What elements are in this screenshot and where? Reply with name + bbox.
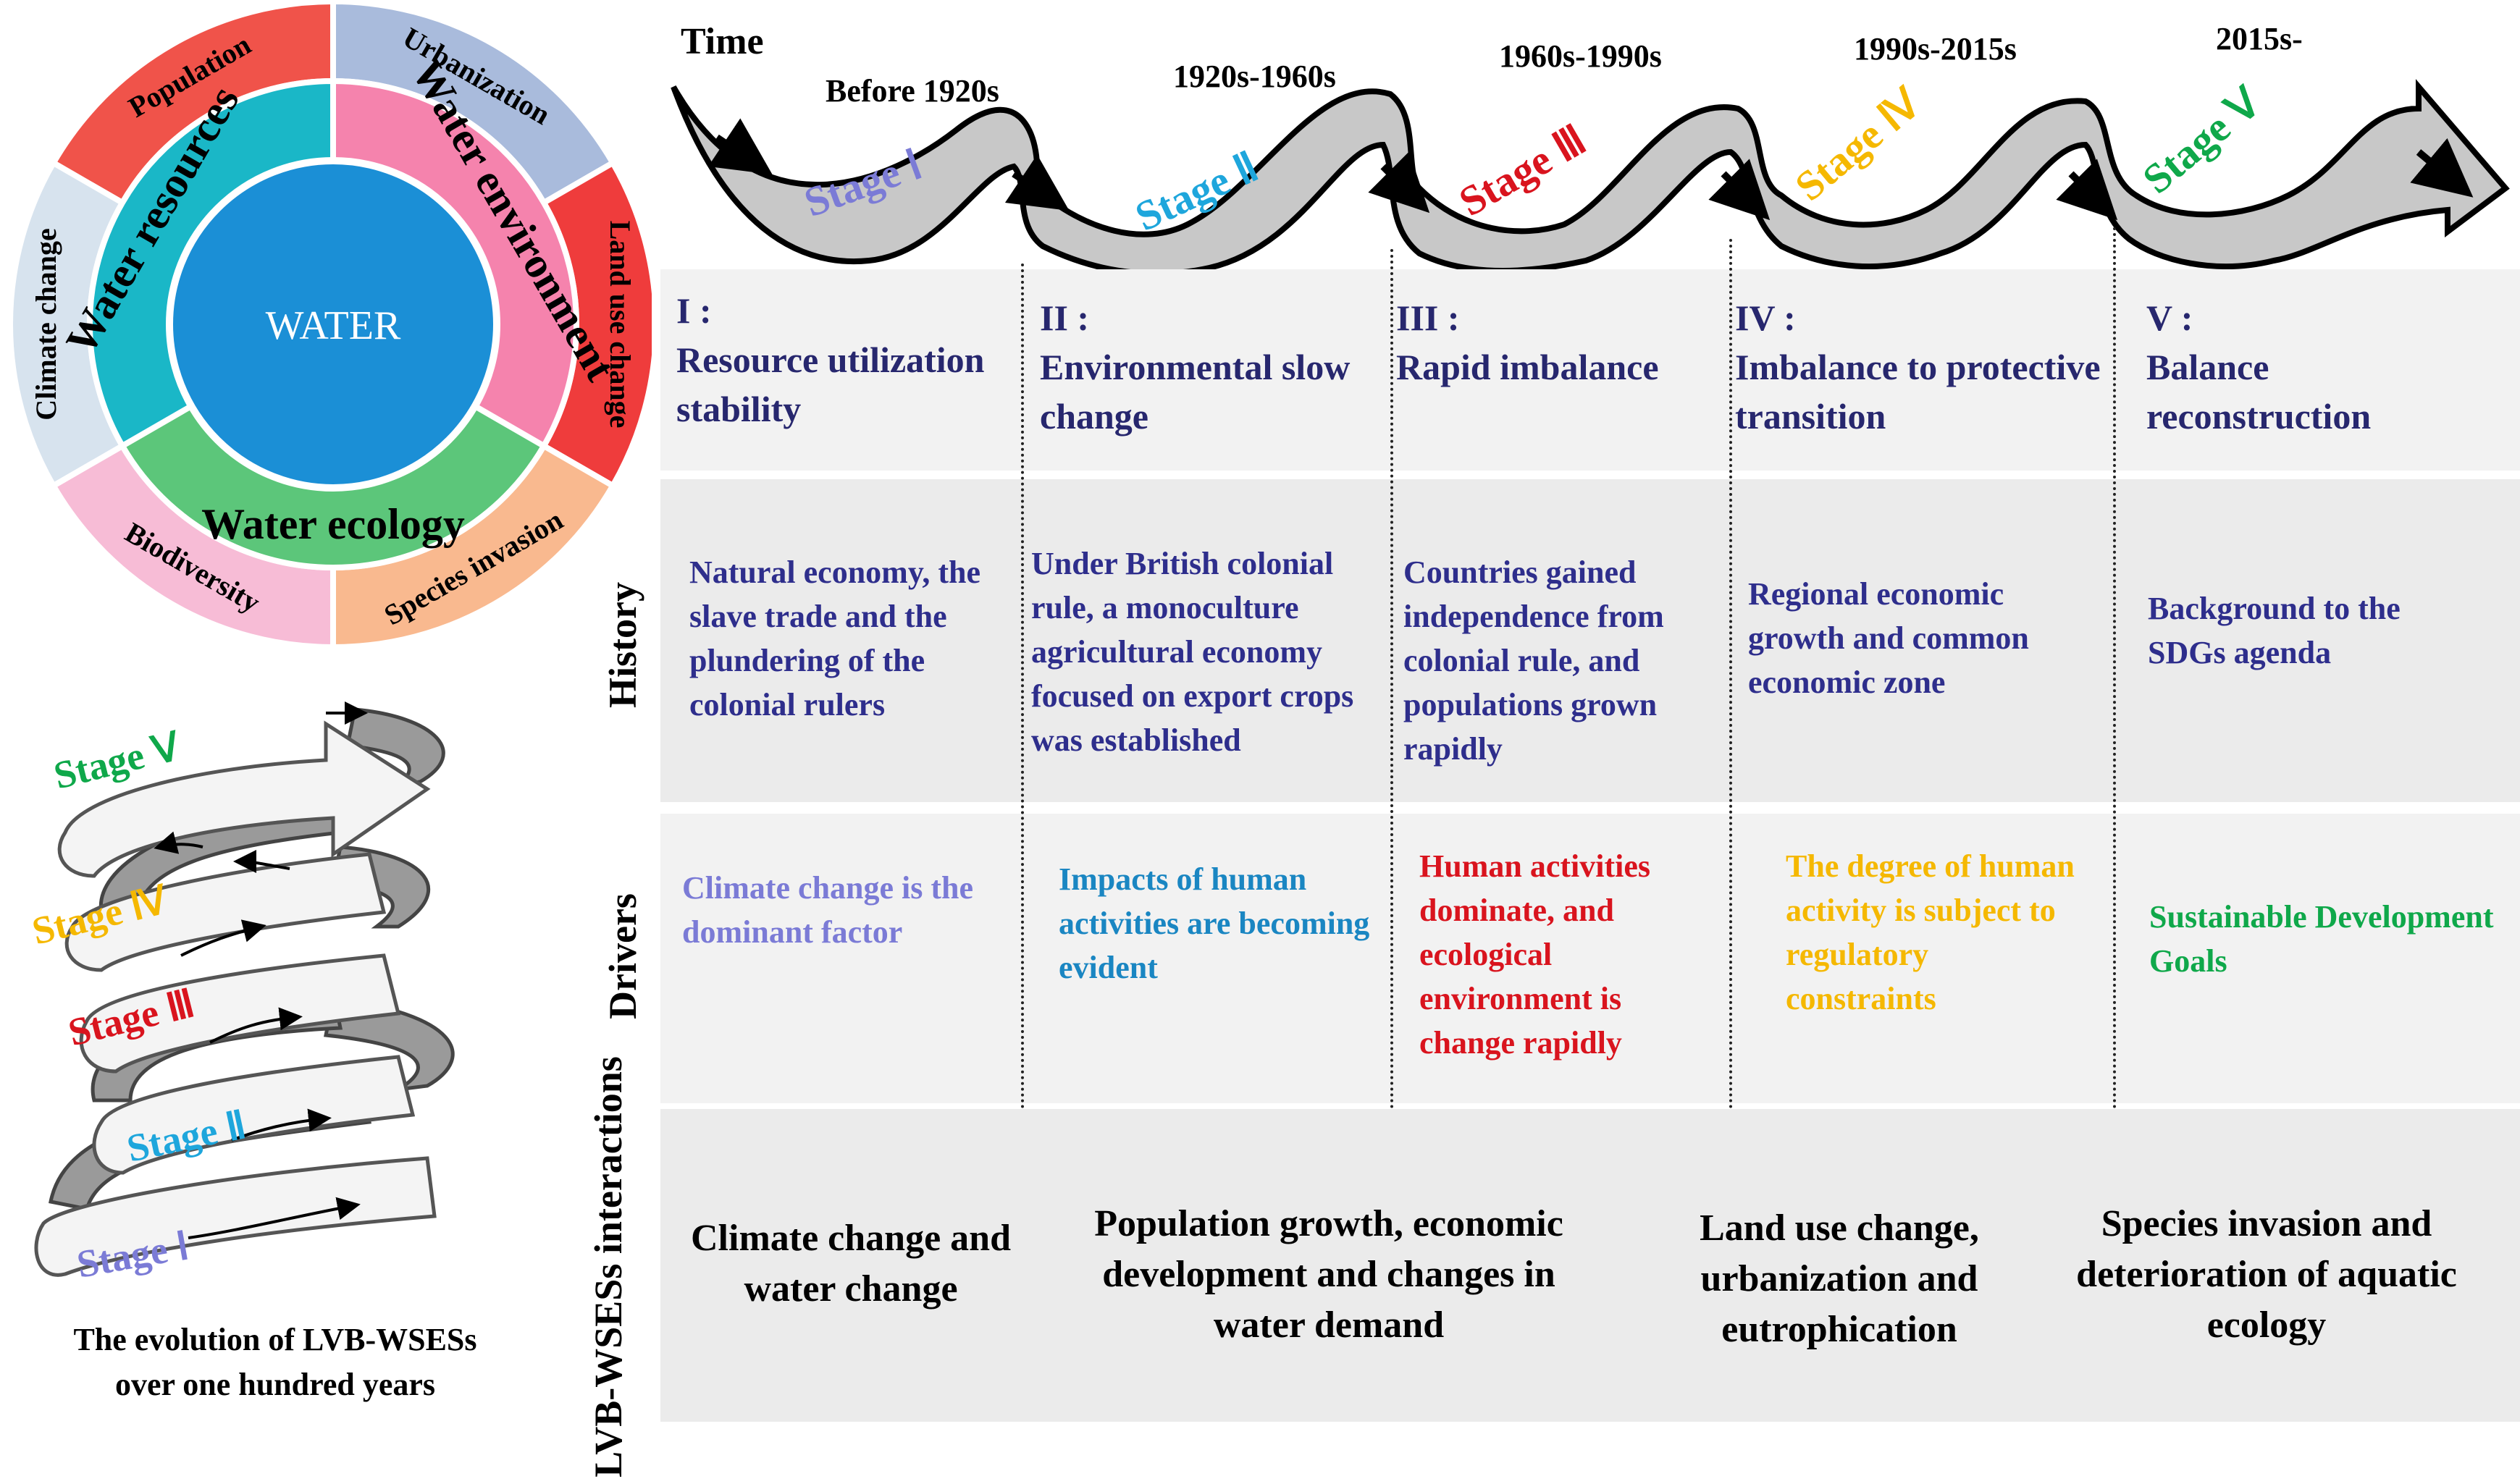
wheel-label-water-ecology: Water ecology — [201, 500, 465, 548]
history-band — [660, 479, 2520, 802]
driver-3: Human activities dominate, and ecologica… — [1419, 848, 1650, 1061]
interaction-1: Climate change and water change — [691, 1218, 1011, 1310]
wheel-label-outer-3: Land use change — [604, 221, 637, 429]
period-1: Before 1920s — [826, 73, 999, 109]
history-1: Natural economy, the slave trade and the… — [689, 555, 981, 722]
driver-1: Climate change is the dominant factor — [682, 870, 974, 950]
interactions-band — [660, 1109, 2520, 1422]
spiral-band-5 — [57, 720, 431, 878]
row-label-history: History — [601, 582, 644, 708]
water-core — [166, 157, 500, 492]
period-2: 1920s-1960s — [1173, 59, 1336, 94]
time-label: Time — [681, 21, 764, 62]
interaction-4: Species invasion and deterioration of aq… — [2076, 1203, 2457, 1346]
stage-title-4: IV :Imbalance to protective transition — [1735, 298, 2101, 437]
driver-2: Impacts of human activities are becoming… — [1059, 861, 1370, 985]
timeline-ribbon: Stage Ⅰ Stage Ⅱ Stage Ⅲ Stage Ⅳ Stage Ⅴ — [671, 78, 2510, 277]
timeline-stage-5: Stage Ⅴ — [2134, 78, 2270, 203]
stage-title-5: V :Balance reconstruction — [2146, 298, 2372, 437]
stage-title-1: I :Resource utilization stability — [676, 290, 985, 429]
row-label-drivers: Drivers — [601, 893, 644, 1019]
spiral-band-4 — [64, 852, 387, 972]
stage-spiral: Stage Ⅰ Stage Ⅱ Stage Ⅲ Stage Ⅳ Stage Ⅴ — [28, 701, 455, 1286]
spiral-caption: The evolution of LVB-WSESs over one hund… — [73, 1322, 477, 1402]
timeline-stage-4: Stage Ⅳ — [1786, 79, 1931, 210]
timeline-stage-3: Stage Ⅲ — [1451, 116, 1594, 225]
spiral-band-1 — [34, 1156, 437, 1277]
driver-4: The degree of human activity is subject … — [1786, 848, 2075, 1016]
drivers-band — [660, 814, 2520, 1103]
spiral-band-3 — [79, 953, 401, 1074]
period-4: 1990s-2015s — [1854, 31, 2017, 67]
stage-title-3: III :Rapid imbalance — [1396, 298, 1659, 387]
interaction-3: Land use change, urbanization and eutrop… — [1700, 1207, 1979, 1350]
history-4: Regional economic growth and common econ… — [1748, 576, 2029, 700]
period-3: 1960s-1990s — [1499, 38, 1662, 74]
wheel-label-outer-6: Climate change — [30, 228, 62, 421]
history-5: Background to the SDGs agenda — [2148, 591, 2401, 670]
driver-5: Sustainable Development Goals — [2149, 899, 2494, 979]
history-2: Under British colonial rule, a monocultu… — [1031, 546, 1354, 758]
wheel-outer-ring — [7, 0, 652, 651]
history-3: Countries gained independence from colon… — [1403, 555, 1664, 767]
interaction-2: Population growth, economic development … — [1094, 1203, 1563, 1346]
stage-title-2: II :Environmental slow change — [1040, 298, 1351, 437]
row-label-interactions: LVB-WSESs interactions — [587, 1056, 630, 1477]
stage-title-band — [660, 269, 2520, 471]
water-core-label: WATER — [266, 303, 401, 348]
period-5: 2015s- — [2216, 21, 2303, 56]
